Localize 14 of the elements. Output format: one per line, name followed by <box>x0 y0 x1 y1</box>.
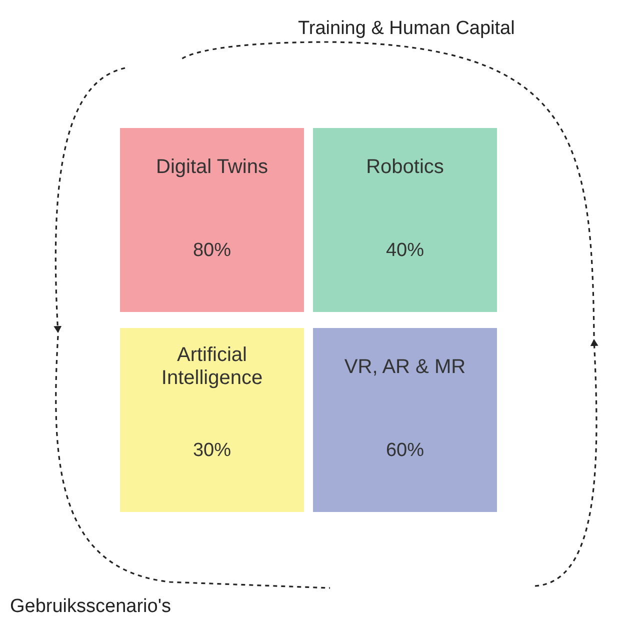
corner-label: Gebruiksscenario's <box>10 596 171 618</box>
topic-tile <box>120 128 304 312</box>
percentage-value: 40% <box>384 240 426 262</box>
cycle-label: Training & Human Capital <box>298 18 515 40</box>
topic-tile <box>313 128 497 312</box>
topic-tile <box>120 328 304 512</box>
tile-heading: Robotics <box>365 156 445 179</box>
topic-tile <box>313 328 497 512</box>
tile-heading: Digital Twins <box>155 156 269 179</box>
percentage-value: 30% <box>192 440 232 462</box>
percentage-value: 80% <box>192 240 232 262</box>
tile-heading: Artificial Intelligence <box>160 344 264 390</box>
percentage-value: 60% <box>384 440 426 462</box>
tile-heading: VR, AR & MR <box>343 356 467 379</box>
